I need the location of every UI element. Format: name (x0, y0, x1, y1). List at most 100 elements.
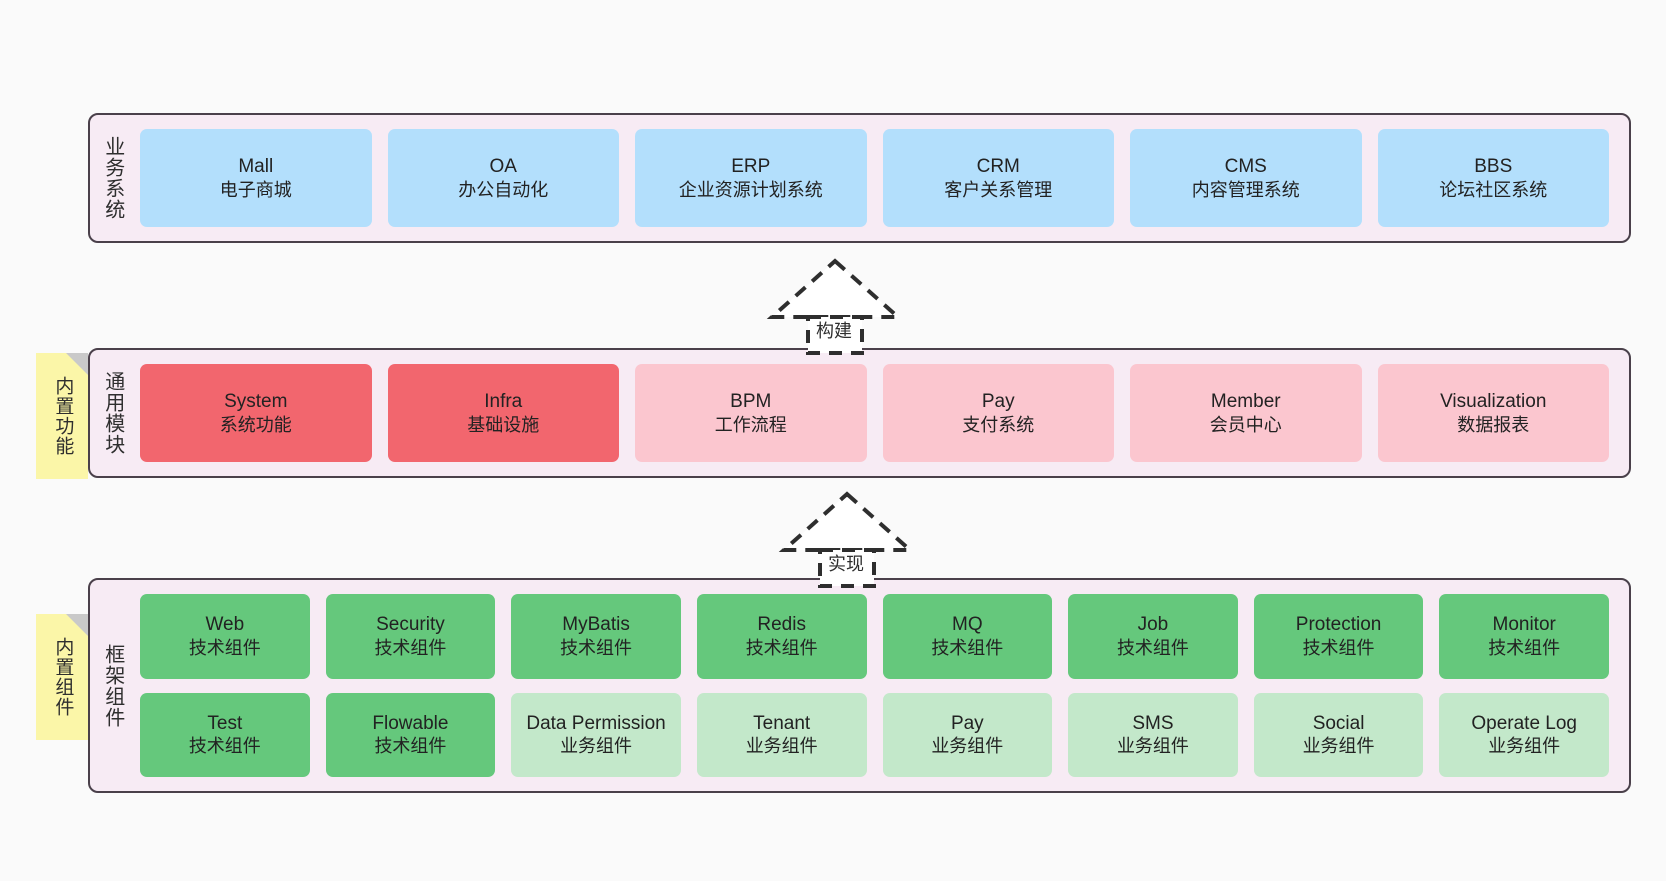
card-title: Protection (1295, 614, 1382, 636)
card-subtitle: 业务组件 (1488, 736, 1561, 757)
note-builtin-components: 内置组件 (36, 614, 88, 740)
card-title: BPM (730, 391, 772, 413)
card-subtitle: 企业资源计划系统 (678, 179, 823, 200)
card-member[interactable]: Member 会员中心 (1130, 364, 1362, 462)
card-redis[interactable]: Redis 技术组件 (696, 594, 867, 679)
card-title: BBS (1474, 156, 1513, 178)
card-subtitle: 技术组件 (745, 637, 818, 658)
note-builtin-features: 内置功能 (36, 353, 88, 479)
connector-implement-label: 实现 (828, 554, 864, 574)
card-title: Mall (238, 156, 274, 178)
card-subtitle: 工作流程 (714, 414, 787, 435)
card-data-permission[interactable]: Data Permission 业务组件 (511, 692, 681, 777)
card-subtitle: 业务组件 (745, 736, 818, 757)
card-subtitle: 业务组件 (560, 736, 633, 757)
card-system[interactable]: System 系统功能 (140, 364, 372, 462)
card-title: ERP (731, 156, 771, 178)
card-subtitle: 业务组件 (931, 736, 1004, 757)
card-subtitle: 技术组件 (374, 637, 447, 658)
card-subtitle: 系统功能 (219, 414, 292, 435)
card-job[interactable]: Job 技术组件 (1068, 594, 1238, 679)
generalization-arrow-icon (766, 258, 904, 355)
card-subtitle: 业务组件 (1116, 736, 1189, 757)
card-subtitle: 电子商城 (219, 179, 292, 200)
framework-tech-row: Web 技术组件 Security 技术组件 MyBatis 技术组件 Redi… (140, 594, 1609, 679)
note-builtin-features-label: 内置功能 (52, 376, 74, 456)
note-builtin-components-label: 内置组件 (52, 637, 74, 717)
card-cms[interactable]: CMS 内容管理系统 (1130, 129, 1362, 227)
card-oa[interactable]: OA 办公自动化 (387, 129, 619, 227)
connector-build: 构建 (760, 255, 910, 355)
card-test[interactable]: Test 技术组件 (140, 692, 310, 777)
card-subtitle: 内容管理系统 (1191, 179, 1300, 200)
card-subtitle: 技术组件 (188, 637, 261, 658)
card-subtitle: 技术组件 (1302, 637, 1375, 658)
card-subtitle: 业务组件 (1302, 736, 1375, 757)
card-infra[interactable]: Infra 基础设施 (387, 364, 619, 462)
card-sms[interactable]: SMS 业务组件 (1068, 692, 1238, 777)
card-title: Infra (484, 391, 523, 413)
card-subtitle: 技术组件 (188, 736, 261, 757)
card-mybatis[interactable]: MyBatis 技术组件 (511, 594, 681, 679)
card-erp[interactable]: ERP 企业资源计划系统 (635, 129, 867, 227)
layer-framework-components-title: 框架组件 (101, 643, 124, 728)
connector-build-label: 构建 (816, 321, 852, 341)
card-title: Social (1312, 712, 1365, 734)
card-subtitle: 技术组件 (1488, 637, 1561, 658)
layer-business-systems-title: 业务系统 (101, 136, 124, 220)
card-title: Visualization (1440, 391, 1547, 413)
layer-framework-components: 框架组件 Web 技术组件 Security 技术组件 MyBatis 技术组件… (88, 578, 1631, 793)
card-protection[interactable]: Protection 技术组件 (1253, 594, 1424, 679)
card-subtitle: 数据报表 (1457, 414, 1530, 435)
card-subtitle: 客户关系管理 (944, 179, 1053, 200)
card-title: Monitor (1492, 614, 1556, 636)
layer-common-modules-title: 通用模块 (101, 371, 124, 455)
card-title: Redis (757, 614, 806, 636)
layer-framework-components-body: Web 技术组件 Security 技术组件 MyBatis 技术组件 Redi… (134, 580, 1629, 791)
card-pay[interactable]: Pay 支付系统 (882, 364, 1114, 462)
card-subtitle: 论坛社区系统 (1439, 179, 1548, 200)
card-subtitle: 技术组件 (374, 736, 447, 757)
card-security[interactable]: Security 技术组件 (325, 594, 496, 679)
card-subtitle: 办公自动化 (458, 179, 549, 200)
card-bbs[interactable]: BBS 论坛社区系统 (1377, 129, 1609, 227)
generalization-arrow-icon (778, 491, 916, 588)
card-crm[interactable]: CRM 客户关系管理 (882, 129, 1114, 227)
layer-business-systems: 业务系统 Mall 电子商城 OA 办公自动化 ERP 企业资源计划系统 CRM… (88, 113, 1631, 243)
card-title: Member (1210, 391, 1281, 413)
framework-business-row: Test 技术组件 Flowable 技术组件 Data Permission … (140, 692, 1609, 777)
business-systems-row: Mall 电子商城 OA 办公自动化 ERP 企业资源计划系统 CRM 客户关系… (140, 129, 1609, 227)
card-title: Tenant (753, 712, 811, 734)
card-visualization[interactable]: Visualization 数据报表 (1377, 364, 1609, 462)
card-monitor[interactable]: Monitor 技术组件 (1439, 594, 1609, 679)
card-subtitle: 技术组件 (560, 637, 633, 658)
card-subtitle: 会员中心 (1209, 414, 1282, 435)
common-modules-row: System 系统功能 Infra 基础设施 BPM 工作流程 Pay 支付系统… (140, 364, 1609, 462)
card-title: Pay (950, 712, 984, 734)
card-pay-business[interactable]: Pay 业务组件 (882, 692, 1053, 777)
card-bpm[interactable]: BPM 工作流程 (635, 364, 867, 462)
card-web[interactable]: Web 技术组件 (140, 594, 310, 679)
card-operate-log[interactable]: Operate Log 业务组件 (1439, 692, 1609, 777)
card-title: SMS (1132, 712, 1174, 734)
card-title: MQ (952, 614, 983, 636)
card-subtitle: 支付系统 (962, 414, 1035, 435)
layer-common-modules: 通用模块 System 系统功能 Infra 基础设施 BPM 工作流程 Pay… (88, 348, 1631, 478)
card-title: Flowable (372, 712, 449, 734)
card-social[interactable]: Social 业务组件 (1253, 692, 1424, 777)
card-title: Test (207, 712, 243, 734)
card-subtitle: 基础设施 (467, 414, 540, 435)
card-title: CMS (1224, 156, 1267, 178)
card-title: Data Permission (526, 712, 666, 734)
card-title: Web (205, 614, 245, 636)
card-tenant[interactable]: Tenant 业务组件 (696, 692, 867, 777)
card-title: MyBatis (562, 614, 630, 636)
card-title: Operate Log (1471, 712, 1577, 734)
card-title: OA (489, 156, 517, 178)
card-title: CRM (976, 156, 1020, 178)
card-flowable[interactable]: Flowable 技术组件 (325, 692, 496, 777)
card-mq[interactable]: MQ 技术组件 (882, 594, 1053, 679)
layer-business-systems-body: Mall 电子商城 OA 办公自动化 ERP 企业资源计划系统 CRM 客户关系… (134, 115, 1629, 241)
card-mall[interactable]: Mall 电子商城 (140, 129, 372, 227)
connector-implement: 实现 (772, 488, 922, 588)
